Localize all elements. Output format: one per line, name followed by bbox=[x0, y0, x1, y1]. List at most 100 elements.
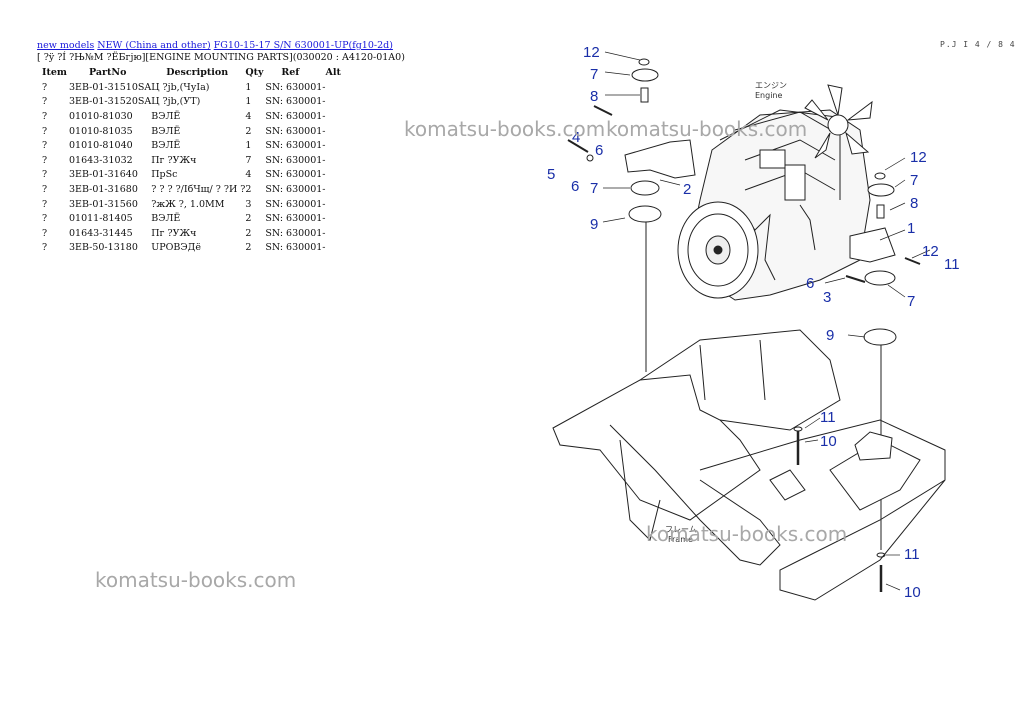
left-bracket bbox=[624, 139, 696, 179]
frame-label-jp: フレーム bbox=[665, 525, 697, 534]
cell-partno: 01010-81030 bbox=[69, 110, 133, 122]
callout-10: 10 bbox=[820, 433, 837, 450]
cell-alt bbox=[326, 168, 346, 183]
callout-8: 8 bbox=[590, 88, 598, 105]
cell-item: ? bbox=[42, 125, 48, 137]
callout-6b: 6 bbox=[571, 178, 579, 195]
cell-description: ПрSc bbox=[151, 169, 178, 181]
table-row: ? 01010-81040 ВЭЛЁ 1 SN: 630001- bbox=[37, 138, 346, 153]
cell-item: ? bbox=[42, 140, 48, 152]
cell-ref: SN: 630001- bbox=[265, 140, 326, 152]
breadcrumb-link-model[interactable]: FG10-15-17 S/N 630001-UP(fg10-2d) bbox=[213, 40, 393, 51]
callout-2: 2 bbox=[683, 181, 691, 198]
cell-alt bbox=[326, 80, 346, 95]
cell-ref: SN: 630001- bbox=[265, 183, 326, 195]
cell-alt bbox=[326, 109, 346, 124]
cell-qty: 2 bbox=[245, 227, 252, 239]
cell-ref: SN: 630001- bbox=[265, 96, 326, 108]
cell-partno: 01010-81040 bbox=[69, 140, 133, 152]
cell-ref: SN: 630001- bbox=[265, 169, 326, 181]
cell-item: ? bbox=[42, 242, 48, 254]
cell-qty: 1 bbox=[245, 81, 252, 93]
callout-3: 3 bbox=[823, 289, 831, 306]
cell-partno: 3EB-01-31510SA bbox=[69, 81, 152, 93]
cell-alt bbox=[326, 241, 346, 256]
cell-qty: 2 bbox=[245, 125, 252, 137]
breadcrumb-link-new-models[interactable]: new models bbox=[37, 40, 95, 51]
header-alt: Alt bbox=[325, 67, 341, 78]
frame-label: Frame bbox=[668, 535, 693, 544]
cell-qty: 1 bbox=[245, 140, 252, 152]
cell-partno: 3EB-50-13180 bbox=[69, 242, 138, 254]
cell-ref: SN: 630001- bbox=[265, 110, 326, 122]
cell-item: ? bbox=[42, 227, 48, 239]
page-number: P.J I 4 / 8 4 bbox=[940, 40, 1016, 49]
cell-description: UРОВЭДё bbox=[151, 242, 202, 254]
cell-qty: 3 bbox=[245, 198, 252, 210]
cell-alt bbox=[326, 138, 346, 153]
table-header-row: Item PartNo Description Qty Ref Alt bbox=[37, 65, 346, 80]
callout-9b: 9 bbox=[826, 327, 834, 344]
header-partno: PartNo bbox=[89, 67, 127, 78]
callout-6c: 6 bbox=[806, 275, 814, 292]
cell-partno: 3EB-01-31520SA bbox=[69, 96, 152, 108]
callout-1: 1 bbox=[907, 220, 915, 237]
header-description: Description bbox=[166, 67, 229, 78]
callout-12b: 12 bbox=[910, 149, 927, 166]
fan-illustration bbox=[804, 84, 873, 159]
cell-description: ВЭЛЁ bbox=[151, 140, 181, 152]
callout-6: 6 bbox=[595, 142, 603, 159]
cell-qty: 4 bbox=[245, 110, 252, 122]
engine-label-jp: エンジン bbox=[755, 81, 787, 90]
engine-mounting-diagram: エンジン Engine フレーム Frame 12 7 8 4 6 5 6 7 … bbox=[547, 44, 960, 601]
callout-4: 4 bbox=[572, 129, 580, 146]
cell-description: Ц ?јb,(УТ) bbox=[151, 96, 201, 108]
parts-table: Item PartNo Description Qty Ref Alt ? 3EB… bbox=[37, 65, 346, 255]
engine-illustration bbox=[677, 84, 873, 301]
cell-partno: 3EB-01-31680 bbox=[69, 183, 138, 195]
watermark: komatsu-books.com bbox=[606, 117, 808, 141]
callout-11c: 11 bbox=[904, 546, 920, 563]
callout-9: 9 bbox=[590, 216, 598, 233]
cell-alt bbox=[326, 197, 346, 212]
cell-partno: 01643-31032 bbox=[69, 154, 133, 166]
cell-item: ? bbox=[42, 81, 48, 93]
callout-7c: 7 bbox=[910, 172, 918, 189]
cell-alt bbox=[326, 226, 346, 241]
cell-qty: 2 bbox=[245, 242, 252, 254]
cell-description: ВЭЛЁ bbox=[151, 125, 181, 137]
cell-partno: 01643-31445 bbox=[69, 227, 133, 239]
header-item: Item bbox=[42, 67, 67, 78]
cell-qty: 1 bbox=[245, 96, 252, 108]
callout-12c: 12 bbox=[922, 243, 939, 260]
cell-description: ?жЖ ?, 1.0MM bbox=[151, 198, 225, 210]
leader-lines bbox=[602, 51, 931, 591]
callout-11: 11 bbox=[944, 256, 960, 273]
watermark: komatsu-books.com bbox=[404, 117, 606, 141]
callout-8b: 8 bbox=[910, 195, 918, 212]
cell-alt bbox=[326, 95, 346, 110]
cell-description: Пг ?УЖч bbox=[151, 227, 197, 239]
cell-partno: 3EB-01-31560 bbox=[69, 198, 138, 210]
flywheel-illustration bbox=[677, 201, 759, 299]
cell-partno: 01011-81405 bbox=[69, 213, 133, 225]
callout-7: 7 bbox=[590, 66, 598, 83]
engine-label: Engine bbox=[755, 91, 782, 100]
right-bracket bbox=[849, 227, 896, 263]
header-qty: Qty bbox=[245, 67, 264, 78]
cell-item: ? bbox=[42, 96, 48, 108]
cell-ref: SN: 630001- bbox=[265, 198, 326, 210]
breadcrumb-link-region[interactable]: NEW (China and other) bbox=[97, 40, 211, 51]
watermark: komatsu-books.com bbox=[95, 568, 297, 592]
callout-11b: 11 bbox=[820, 409, 836, 426]
cell-partno: 3EB-01-31640 bbox=[69, 169, 138, 181]
